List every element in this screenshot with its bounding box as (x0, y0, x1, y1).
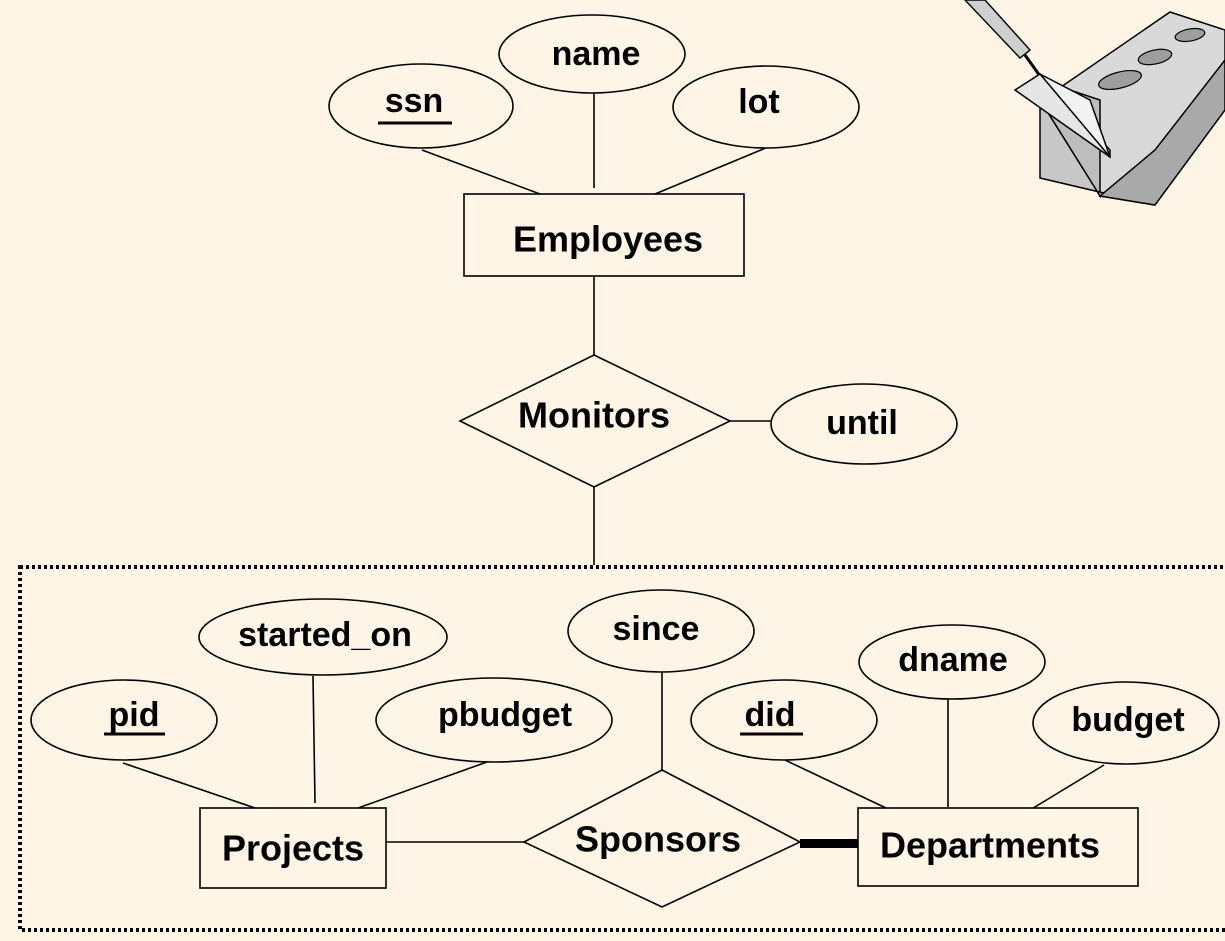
attribute-dname: dname (858, 624, 1046, 700)
attribute-label: started_on (238, 616, 412, 654)
total-participation-line (800, 839, 858, 848)
attribute-pbudget: pbudget (375, 677, 613, 763)
attribute-label: ssn (385, 82, 444, 120)
attribute-name: name (498, 14, 686, 94)
entity-label: Departments (880, 825, 1100, 866)
brick-trowel-icon (964, 0, 1225, 206)
attribute-ssn: ssn (328, 63, 514, 149)
connector-lines (122, 86, 1105, 848)
attribute-label: budget (1071, 701, 1184, 739)
entity-departments: Departments (857, 807, 1139, 887)
attribute-label: until (826, 404, 898, 442)
attribute-until: until (770, 383, 958, 465)
attribute-lot: lot (672, 65, 860, 149)
entity-label: Employees (513, 219, 703, 260)
attribute-since: since (567, 589, 755, 673)
attribute-label: lot (738, 83, 780, 121)
attribute-label: since (613, 610, 700, 648)
attribute-label: pid (109, 696, 160, 734)
attribute-budget: budget (1032, 681, 1220, 765)
attribute-label: pbudget (438, 696, 572, 734)
relationship-label: Sponsors (575, 819, 741, 860)
attribute-label: did (745, 696, 796, 734)
relationship-label: Monitors (518, 395, 670, 436)
attribute-label: name (552, 35, 641, 73)
attribute-did: did (690, 679, 878, 761)
relationship-monitors: Monitors (458, 354, 732, 488)
entity-employees: Employees (463, 193, 745, 277)
entity-projects: Projects (199, 807, 387, 889)
attribute-started-on: started_on (198, 598, 448, 676)
entity-label: Projects (222, 828, 364, 869)
attribute-label: dname (898, 641, 1008, 679)
attribute-pid: pid (30, 679, 218, 761)
aggregation-box (18, 565, 1225, 932)
relationship-sponsors: Sponsors (522, 769, 802, 908)
